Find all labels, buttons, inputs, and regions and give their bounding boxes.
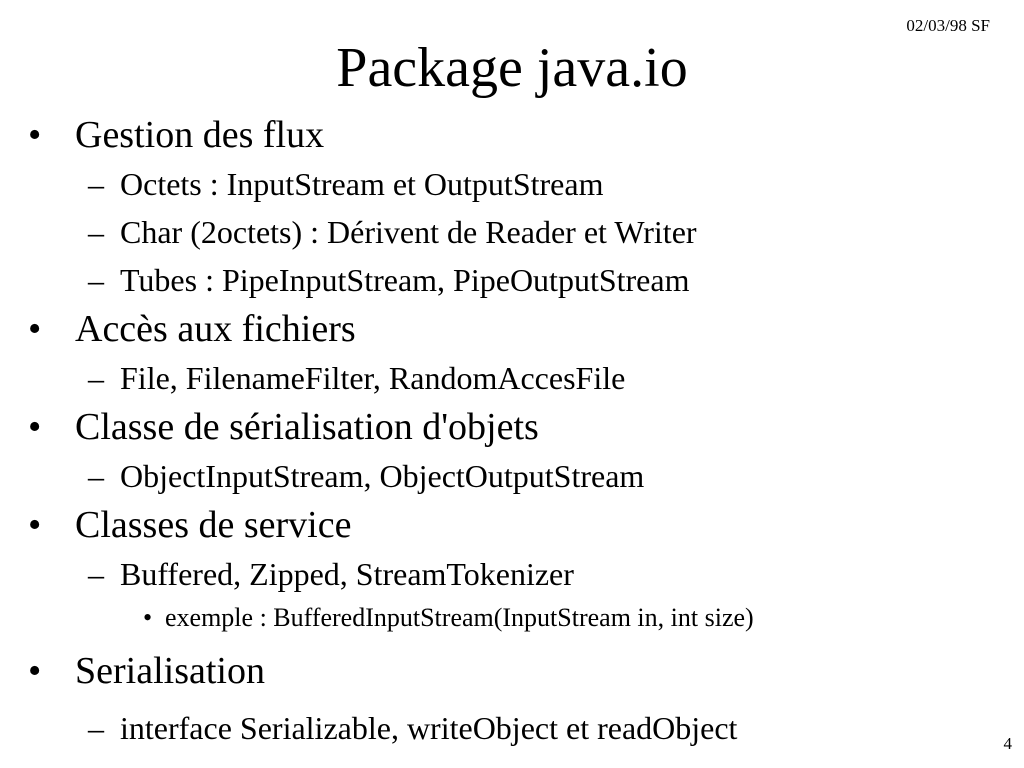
bullet-marker: •	[28, 308, 42, 350]
dash-marker: –	[88, 556, 104, 592]
sub-item-text: Buffered, Zipped, StreamTokenizer	[120, 556, 574, 592]
bullet-text: Classe de sérialisation d'objets	[75, 406, 539, 448]
sub-sub-item-text: exemple : BufferedInputStream(InputStrea…	[165, 603, 754, 632]
bullet-list: •Gestion des flux –Octets : InputStream …	[0, 110, 1024, 752]
sub-item: –ObjectInputStream, ObjectOutputStream	[0, 452, 1024, 500]
bullet-text: Classes de service	[75, 504, 352, 546]
sub-item: –File, FilenameFilter, RandomAccesFile	[0, 354, 1024, 402]
small-bullet-marker: •	[143, 603, 153, 632]
bullet-text: Accès aux fichiers	[75, 308, 356, 350]
bullet-item: • Classe de sérialisation d'objets	[0, 402, 1024, 452]
sub-item: –interface Serializable, writeObject et …	[0, 704, 1024, 752]
slide-title: Package java.io	[336, 37, 688, 99]
sub-item: –Octets : InputStream et OutputStream	[0, 160, 1024, 208]
bullet-item: • Serialisation	[0, 646, 1024, 696]
dash-marker: –	[88, 214, 104, 250]
bullet-text: Gestion des flux	[75, 114, 325, 156]
bullet-item: • Gestion des flux	[0, 110, 1024, 160]
sub-item-text: interface Serializable, writeObject et r…	[120, 710, 738, 746]
bullet-marker: •	[28, 114, 42, 156]
sub-item: –Char (2octets) : Dérivent de Reader et …	[0, 208, 1024, 256]
dash-marker: –	[88, 166, 104, 202]
sub-item-text: File, FilenameFilter, RandomAccesFile	[120, 360, 626, 396]
dash-marker: –	[88, 360, 104, 396]
bullet-marker: •	[28, 406, 42, 448]
page-number: 4	[1003, 734, 1013, 753]
bullet-marker: •	[28, 504, 42, 546]
bullet-text: Serialisation	[75, 650, 265, 692]
sub-item-text: Octets : InputStream et OutputStream	[120, 166, 604, 202]
dash-marker: –	[88, 262, 104, 298]
bullet-item: • Classes de service	[0, 500, 1024, 550]
bullet-marker: •	[28, 650, 42, 692]
sub-item: –Buffered, Zipped, StreamTokenizer	[0, 550, 1024, 598]
dash-marker: –	[88, 710, 104, 746]
sub-item-text: ObjectInputStream, ObjectOutputStream	[120, 458, 645, 494]
bullet-item: • Accès aux fichiers	[0, 304, 1024, 354]
header-date: 02/03/98 SF	[906, 16, 990, 35]
sub-sub-item: • exemple : BufferedInputStream(InputStre…	[0, 598, 1024, 638]
sub-item: –Tubes : PipeInputStream, PipeOutputStre…	[0, 256, 1024, 304]
sub-item-text: Char (2octets) : Dérivent de Reader et W…	[120, 214, 697, 250]
sub-item-text: Tubes : PipeInputStream, PipeOutputStrea…	[120, 262, 690, 298]
dash-marker: –	[88, 458, 104, 494]
